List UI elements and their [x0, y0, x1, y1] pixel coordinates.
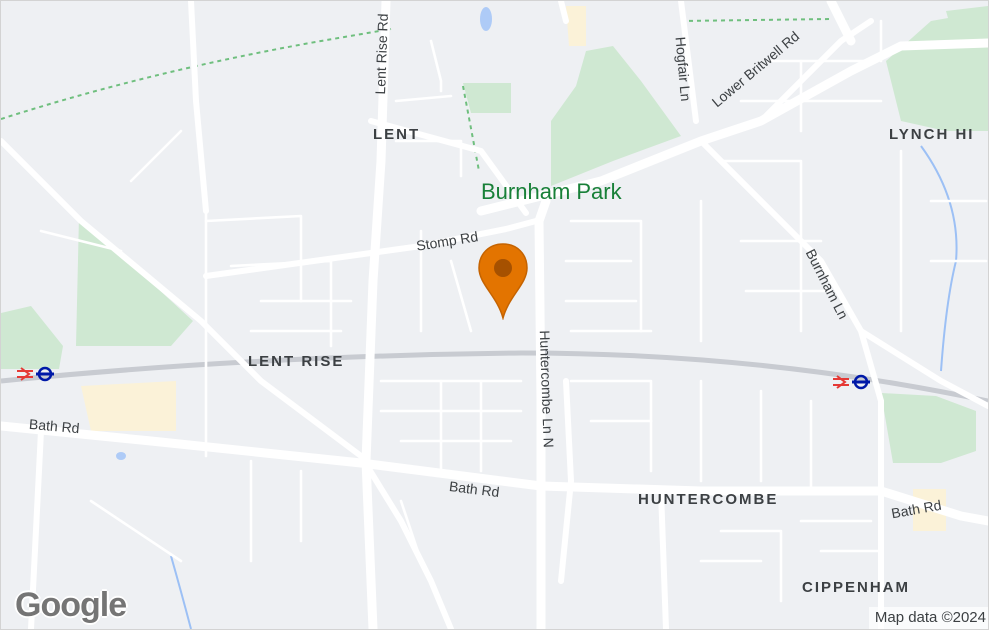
park-label-burnham-park: Burnham Park — [481, 179, 622, 204]
park-area-small — [463, 83, 511, 113]
place-label-cippenham: CIPPENHAM — [802, 579, 911, 596]
footpath-park — [462, 85, 480, 172]
footpath-north — [1, 28, 392, 120]
burnham-park-area — [551, 46, 681, 186]
road-label-lent-rise-rd: Lent Rise Rd — [372, 13, 391, 95]
google-logo: Google — [15, 586, 127, 624]
map-attribution[interactable]: Map data ©2024 — [868, 607, 988, 629]
rail-underground-icon[interactable] — [15, 365, 55, 383]
railway — [1, 350, 988, 404]
river — [920, 145, 958, 372]
commercial-area-north — [566, 6, 586, 46]
place-label-huntercombe: HUNTERCOMBE — [638, 491, 779, 508]
commercial-area-west — [81, 381, 176, 431]
park-area-west — [76, 216, 193, 346]
park-area-east — [881, 393, 976, 463]
park-area-far-west — [1, 306, 63, 369]
pond-small — [116, 452, 126, 460]
rail-underground-icon[interactable] — [831, 373, 871, 391]
location-pin-icon[interactable] — [477, 242, 529, 320]
footpath-north-east — [680, 18, 832, 22]
station-symbols-east — [833, 374, 870, 390]
place-label-lent-rise: LENT RISE — [248, 353, 345, 370]
place-label-lent: LENT — [373, 126, 421, 143]
station-symbols-west — [17, 366, 54, 382]
place-label-lynch-hill: LYNCH HI — [889, 126, 975, 143]
stream — [170, 555, 192, 629]
park-area-corner — [946, 6, 988, 46]
pond — [480, 7, 492, 31]
